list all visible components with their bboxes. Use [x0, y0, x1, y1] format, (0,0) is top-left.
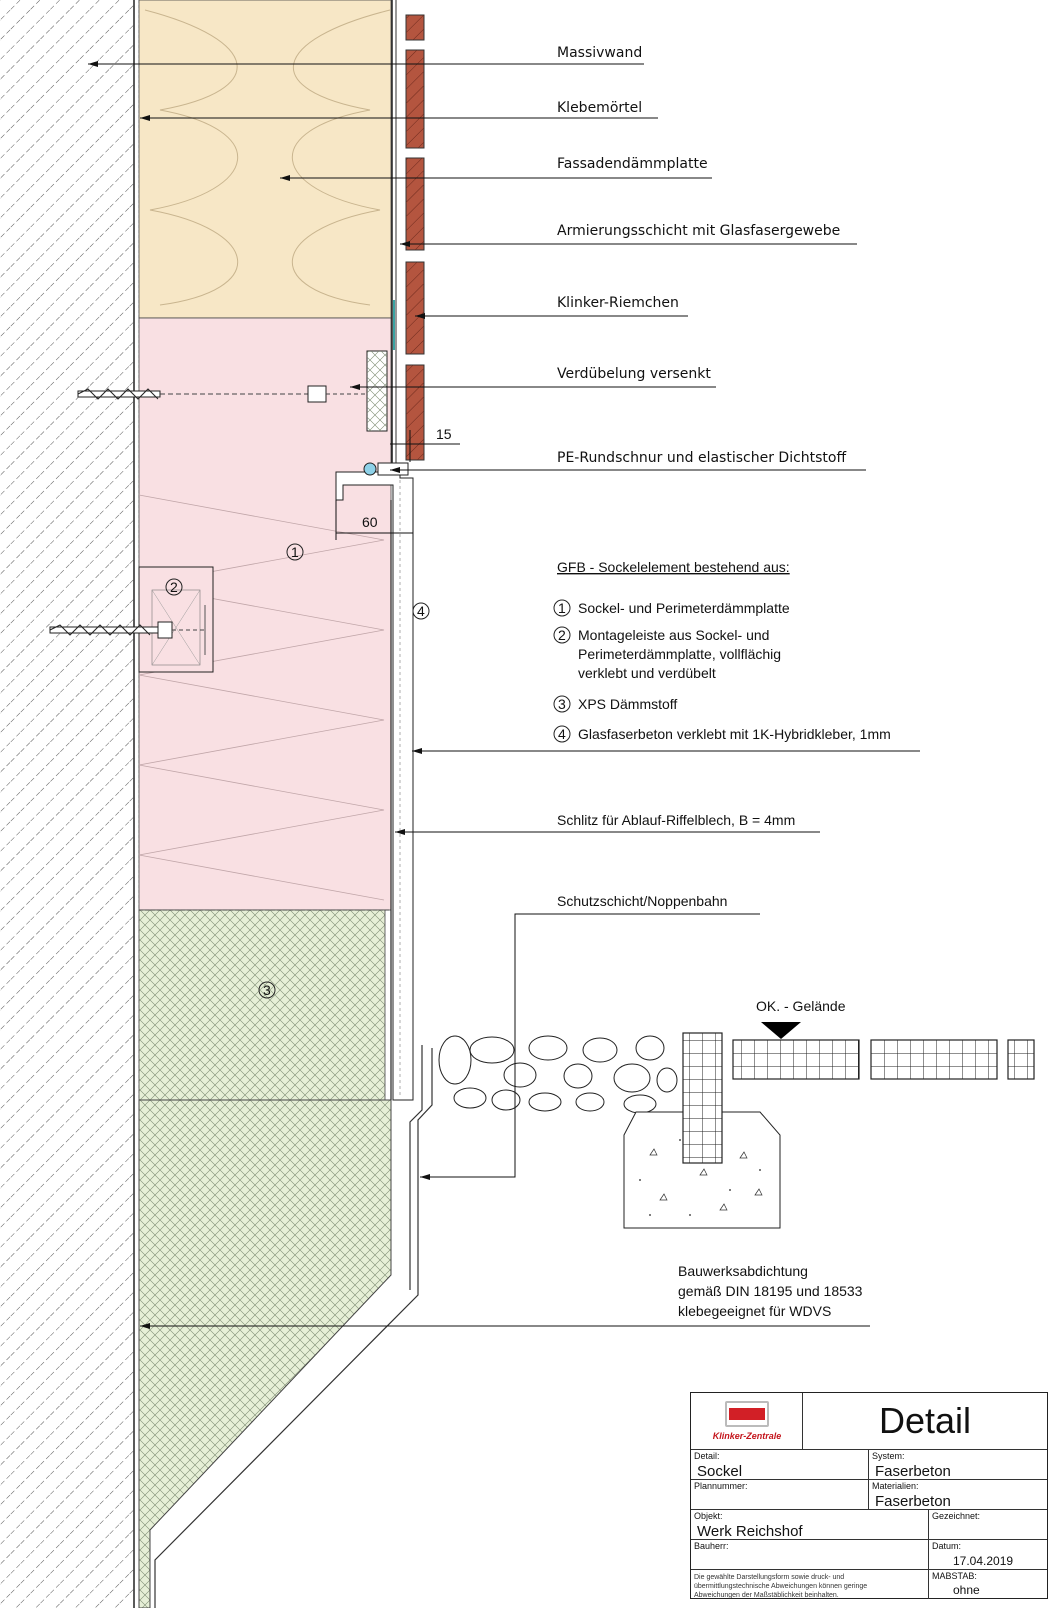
duebel-upper-shape: [77, 350, 388, 432]
detail-label: Detail:: [694, 1451, 720, 1461]
svg-text:2: 2: [170, 579, 178, 595]
label-verduebelung: Verdübelung versenkt: [557, 366, 711, 382]
massstab-value: ohne: [953, 1583, 980, 1597]
svg-text:3: 3: [558, 696, 566, 712]
noppenbahn-shape: [154, 1045, 433, 1608]
svg-text:Sockel- und Perimeterdämmplatt: Sockel- und Perimeterdämmplatte: [578, 600, 790, 616]
materialien-value: Faserbeton: [875, 1493, 951, 1510]
massivwand-shape: [0, 0, 134, 1608]
marker-3: 3: [258, 981, 276, 999]
dimension-60: 60: [362, 514, 378, 530]
marker-2: 2: [165, 578, 183, 596]
label-massivwand: Massivwand: [557, 45, 642, 61]
glasfaserbeton-shape: [335, 471, 414, 1101]
dimension-15: 15: [436, 426, 452, 442]
svg-text:4: 4: [417, 603, 425, 619]
fassadendaemmplatte-shape: [138, 0, 392, 319]
label-klebemoertel: Klebemörtel: [557, 100, 642, 116]
gezeichnet-label: Gezeichnet:: [932, 1511, 981, 1521]
legend-item-2: 2 Montageleiste aus Sockel- und Perimete…: [553, 626, 781, 681]
label-bauwerk-3: klebegeeignet für WDVS: [678, 1303, 831, 1319]
system-value: Faserbeton: [875, 1463, 951, 1480]
fundament-shape: [623, 1111, 781, 1229]
datum-label: Datum:: [932, 1541, 962, 1551]
duebel-lower-shape: [49, 605, 206, 655]
label-bauwerk-1: Bauwerksabdichtung: [678, 1263, 808, 1279]
pflaster-shape: [732, 1039, 1035, 1080]
plannummer-label: Plannummer:: [694, 1481, 748, 1491]
row-note: Die gewählte Darstellungsform sowie druc…: [691, 1569, 1047, 1599]
legend-item-4: 4 Glasfaserbeton verklebt mit 1K-Hybridk…: [553, 725, 891, 743]
page-title: Detail: [878, 1400, 972, 1441]
marker-4: 4: [412, 602, 430, 620]
kies-shape: [438, 1035, 678, 1114]
svg-text:2: 2: [558, 627, 566, 643]
label-schutzschicht: Schutzschicht/Noppenbahn: [557, 893, 727, 909]
disclaimer-note: Die gewählte Darstellungsform sowie druc…: [694, 1574, 868, 1599]
massstab-label: MABSTAB:: [932, 1571, 977, 1581]
ok-gelaende-marker: [761, 1022, 801, 1039]
label-pe-rundschnur: PE-Rundschnur und elastischer Dichtstoff: [557, 450, 846, 466]
legend-heading: GFB - Sockelelement bestehend aus:: [557, 559, 790, 575]
logo-text: Klinker-Zentrale: [712, 1431, 782, 1441]
row-plan-material: Plannummer: Materialien: Faserbeton: [691, 1479, 1047, 1510]
objekt-value: Werk Reichshof: [697, 1523, 803, 1540]
svg-text:Perimeterdämmplatte, vollfläch: Perimeterdämmplatte, vollflächig: [578, 646, 781, 662]
label-ok-gelaende: OK. - Gelände: [756, 998, 846, 1014]
row-bauherr: Bauherr: Datum: 17.04.2019: [691, 1539, 1047, 1570]
svg-text:1: 1: [291, 544, 299, 560]
logo: Klinker-Zentrale: [691, 1393, 803, 1449]
objekt-label: Objekt:: [694, 1511, 723, 1521]
svg-text:3: 3: [263, 982, 271, 998]
bauherr-label: Bauherr:: [694, 1541, 729, 1551]
marker-1: 1: [286, 543, 304, 561]
datum-value: 17.04.2019: [953, 1554, 1014, 1568]
row-detail-system: Detail: Sockel System: Faserbeton: [691, 1449, 1047, 1480]
legend-item-3: 3 XPS Dämmstoff: [553, 695, 677, 713]
svg-text:Glasfaserbeton verklebt mit 1K: Glasfaserbeton verklebt mit 1K-Hybridkle…: [578, 726, 891, 742]
klinker-riemchen-shape: [405, 14, 425, 461]
title-block: Klinker-Zentrale Detail Detail: Sockel S…: [690, 1392, 1048, 1599]
label-klinker: Klinker-Riemchen: [557, 295, 679, 311]
label-fassadendaemmplatte: Fassadendämmplatte: [557, 156, 708, 172]
label-armierung: Armierungsschicht mit Glasfasergewebe: [557, 223, 840, 239]
svg-text:XPS Dämmstoff: XPS Dämmstoff: [578, 696, 677, 712]
row-objekt: Objekt: Werk Reichshof Gezeichnet:: [691, 1509, 1047, 1540]
svg-text:4: 4: [558, 726, 566, 742]
system-label: System:: [872, 1451, 905, 1461]
svg-text:1: 1: [558, 600, 566, 616]
svg-text:Montageleiste aus Sockel- und: Montageleiste aus Sockel- und: [578, 627, 769, 643]
label-bauwerk-2: gemäß DIN 18195 und 18533: [678, 1283, 863, 1299]
materialien-label: Materialien:: [872, 1481, 919, 1491]
svg-text:verklebt und verdübelt: verklebt und verdübelt: [578, 665, 716, 681]
montageleiste-shape: [138, 566, 214, 673]
pe-rundschnur-shape: [363, 462, 377, 476]
label-schlitz: Schlitz für Ablauf-Riffelblech, B = 4mm: [557, 812, 795, 828]
legend-item-1: 1 Sockel- und Perimeterdämmplatte: [553, 599, 790, 617]
detail-value: Sockel: [697, 1463, 743, 1480]
